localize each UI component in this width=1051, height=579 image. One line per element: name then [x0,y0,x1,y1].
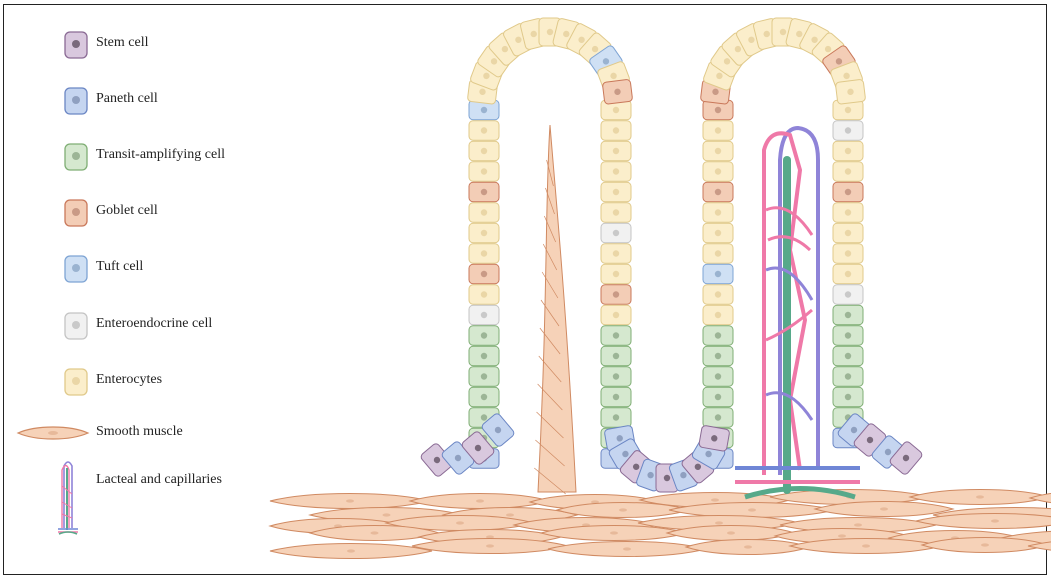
ent-cell [601,264,631,284]
ent-cell [469,121,499,141]
ent-cell [703,141,733,161]
ta-cell [703,346,733,366]
ent-cell [469,223,499,243]
ta-cell [703,326,733,346]
ee-cell [833,285,863,305]
ent-cell [833,141,863,161]
ent-cell [703,244,733,264]
ta-cell [601,367,631,387]
smooth-muscle-nucleus [371,531,379,534]
ent-cell [833,264,863,284]
ent-cell [469,162,499,182]
ta-cell [703,367,733,387]
smooth-muscle-layer [270,490,1051,559]
ta-cell [833,326,863,346]
ent-cell [703,162,733,182]
ent-cell [703,305,733,325]
smooth-muscle-nucleus [715,521,723,524]
smooth-muscle-nucleus [748,508,756,511]
ta-cell [833,387,863,407]
ent-cell [469,141,499,161]
ent-cell [601,162,631,182]
smooth-muscle-nucleus [383,513,391,516]
smooth-muscle-nucleus [744,545,752,548]
ta-cell [469,346,499,366]
ent-cell [469,203,499,223]
ent-cell [601,203,631,223]
ent-cell [703,203,733,223]
smooth-muscle-nucleus [623,547,631,550]
smooth-muscle-nucleus [610,531,618,534]
smooth-muscle-nucleus [506,513,514,516]
smooth-muscle-nucleus [456,521,464,524]
goblet-cell [601,285,631,305]
smooth-muscle-nucleus [619,508,627,511]
smooth-muscle-nucleus [711,498,719,501]
villus-smooth-muscle-core [534,125,576,494]
smooth-muscle-nucleus [862,544,870,547]
smooth-muscle-nucleus [991,519,999,522]
smooth-muscle-nucleus [346,499,354,502]
ent-cell [833,244,863,264]
epithelial-cell-layer [420,18,924,492]
goblet-cell [469,264,499,284]
smooth-muscle-nucleus [476,499,484,502]
smooth-muscle-nucleus [880,507,888,510]
ta-cell [833,367,863,387]
ee-cell [469,305,499,325]
smooth-muscle-nucleus [486,544,494,547]
smooth-muscle-nucleus [347,549,355,552]
ent-cell [833,203,863,223]
ent-cell [833,223,863,243]
smooth-muscle-nucleus [976,495,984,498]
goblet-cell [469,182,499,202]
ta-cell [703,387,733,407]
smooth-muscle-nucleus [854,523,862,526]
smooth-muscle-nucleus [727,531,735,534]
ent-cell [835,79,865,104]
ta-cell [469,367,499,387]
smooth-muscle-nucleus [838,534,846,537]
ent-cell [469,285,499,305]
ee-cell [601,223,631,243]
ta-cell [833,346,863,366]
ent-cell [703,285,733,305]
ent-cell [703,223,733,243]
goblet-cell [833,182,863,202]
ta-cell [833,305,863,325]
villus-muscle-core [538,125,576,492]
ent-cell [833,162,863,182]
ent-cell [601,182,631,202]
stem-cell [699,425,730,452]
ent-cell [703,121,733,141]
ta-cell [601,387,631,407]
ent-cell [601,141,631,161]
tuft-cell [703,264,733,284]
ta-cell [703,408,733,428]
ta-cell [601,346,631,366]
goblet-cell [703,182,733,202]
ta-cell [601,408,631,428]
ent-cell [601,244,631,264]
ta-cell [469,387,499,407]
ent-cell [601,121,631,141]
ee-cell [833,121,863,141]
goblet-cell [602,79,632,104]
ta-cell [469,326,499,346]
ent-cell [601,305,631,325]
ent-cell [469,244,499,264]
smooth-muscle-nucleus [981,543,989,546]
ta-cell [601,326,631,346]
